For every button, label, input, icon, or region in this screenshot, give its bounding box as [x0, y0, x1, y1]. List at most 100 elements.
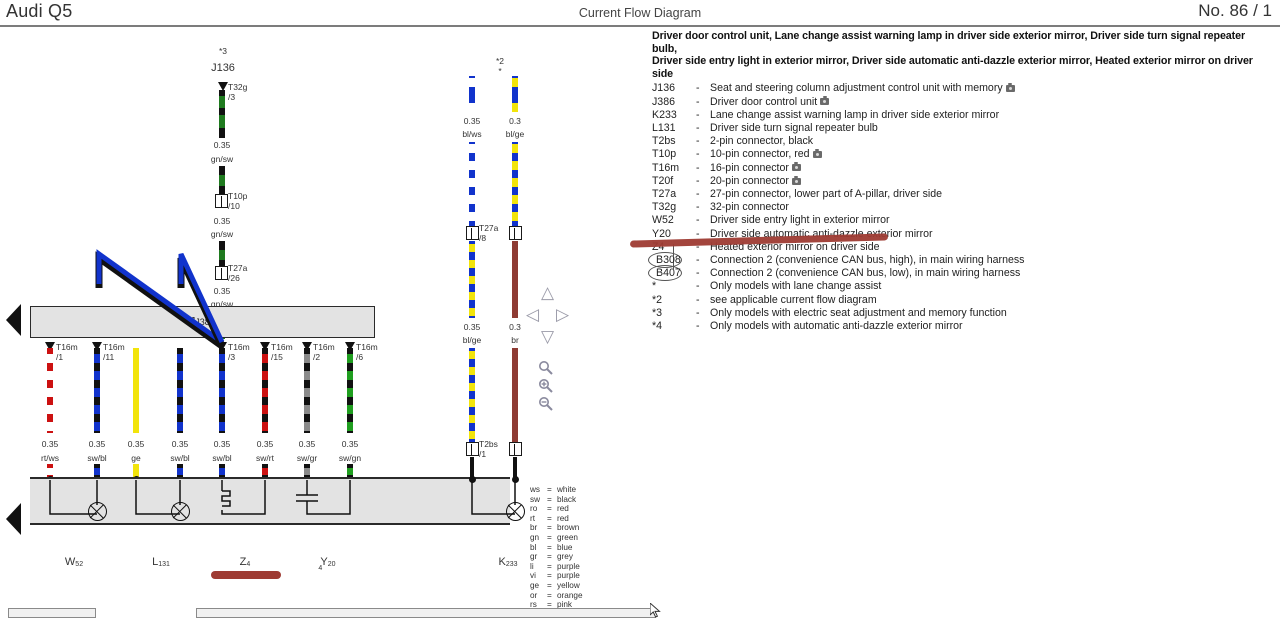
color-key-abbr: gr [530, 552, 538, 562]
connector-label-t2bs: T2bs [479, 439, 498, 449]
color-key-abbr: rs [530, 600, 537, 610]
color-key-abbr: or [530, 590, 538, 600]
pan-right-arrow[interactable]: ▷ [556, 305, 570, 324]
bus-wire-gauge: 0.35 [127, 439, 145, 449]
legend-entry-code: J136 [652, 82, 675, 95]
z4-diagram-highlight-annotation [211, 571, 281, 579]
legend-entry-code: T10p [652, 148, 677, 161]
legend-entry-code: *4 [652, 320, 663, 333]
legend-entry: *2-see applicable current flow diagram [652, 294, 1272, 307]
color-key-row: rs=pink [530, 600, 583, 610]
legend-entry-code: W52 [652, 214, 674, 227]
color-key-abbr: vi [530, 571, 536, 581]
legend-entry-list: J136 - Seat and steering column adjustment… [648, 82, 1272, 333]
legend-entry-dash: - [696, 148, 700, 161]
legend-entry: T32g-32-pin connector [652, 201, 1272, 214]
color-key-row: vi=purple [530, 571, 583, 581]
bus-wire-upper-sw-gn [347, 348, 353, 433]
right-wire-color-top: bl/ws [462, 129, 482, 139]
connector-label-t16m: T16m [56, 342, 78, 352]
right-wire-color-bottom: br [511, 335, 519, 345]
legend-entry: T20f-20-pin connector [652, 175, 1272, 188]
connector-label-t27a-right: T27a [479, 223, 499, 233]
pan-up-arrow[interactable]: △ [541, 283, 555, 302]
right-wire-mid [469, 142, 475, 226]
connector-box-t2bs [465, 442, 479, 456]
bus-wire-gauge: 0.35 [298, 439, 316, 449]
legend-entry-dash: - [696, 121, 700, 134]
bus-wire-gauge: 0.35 [256, 439, 274, 449]
legend-entry-code: T32g [652, 201, 677, 214]
right-wire-gauge-top: 0.3 [509, 116, 521, 126]
connector-pin-t10p: /10 [228, 201, 240, 211]
legend-entry-code: *2 [652, 293, 663, 306]
bus-wire-color-code: sw/bl [170, 453, 190, 463]
color-key-abbr: br [530, 523, 538, 533]
legend-entry-dash: - [696, 135, 700, 148]
color-key-row: gn=green [530, 533, 583, 543]
legend-entry-dash: - [696, 320, 700, 333]
bus-wire-gauge: 0.35 [88, 439, 106, 449]
connector-arrow-t16m-2 [302, 342, 312, 351]
connector-arrow-t16m-15 [260, 342, 270, 351]
control-unit-j386-box[interactable]: JJ386 [30, 306, 375, 338]
color-key-name: red [557, 513, 569, 523]
right-wire-junction-dot [511, 476, 519, 483]
legend-entry-description: Only models with electric seat adjustmen… [710, 306, 1007, 319]
color-key-name: green [557, 532, 578, 542]
connector-arrow-t16m-1 [45, 342, 55, 351]
color-key-abbr: gn [530, 532, 540, 542]
taskbar-item-1[interactable] [8, 608, 96, 618]
right-wire-black-stub [513, 457, 517, 480]
color-key-name: yellow [557, 580, 580, 590]
right-wire-final [512, 348, 518, 442]
legend-entry-code: Y20 [652, 227, 671, 240]
right-wire-gauge-top: 0.35 [463, 116, 481, 126]
camera-icon [812, 149, 822, 159]
connector-label-t10p: T10p [228, 191, 248, 201]
zoom-out-icon[interactable] [538, 396, 554, 417]
color-key-name: blue [557, 542, 573, 552]
legend-entry: B407-Connection 2 (convenience CAN bus, … [648, 257, 1272, 282]
legend-heading-line2: Driver side entry light in exterior mirr… [652, 55, 1253, 80]
legend-entry-description: Connection 2 (convenience CAN bus, high)… [710, 254, 1025, 267]
zoom-reset-icon[interactable] [538, 360, 554, 381]
color-key-abbr: ws [530, 485, 541, 494]
legend-entry-description: 2-pin connector, black [710, 135, 814, 148]
connector-box-t2bs [508, 442, 522, 456]
legend-entry-dash: - [696, 227, 700, 240]
legend-entry-code: B407 [648, 257, 696, 282]
right-wire-black-stub [470, 457, 474, 480]
bus-wire-color-code: ge [131, 453, 141, 463]
right-wire-final [469, 348, 475, 442]
wire-gauge-1: 0.35 [213, 140, 231, 150]
legend-entry-dash: - [696, 174, 700, 187]
lamp-symbol-l131 [170, 502, 190, 521]
legend-entry-description: Seat and steering column adjustment cont… [710, 82, 1272, 95]
pan-left-arrow[interactable]: ◁ [526, 305, 540, 324]
connector-label-t16m: T16m [228, 342, 250, 352]
right-wire-gauge-bottom: 0.3 [509, 322, 521, 332]
note-marker-star: * [498, 66, 502, 76]
legend-entry-dash: - [696, 280, 700, 293]
zoom-in-icon[interactable] [538, 378, 554, 399]
taskbar-item-2[interactable] [196, 608, 656, 618]
color-key-row: gr=grey [530, 552, 583, 562]
color-key-equals: = [547, 485, 552, 494]
legend-entry-dash: - [696, 201, 700, 214]
pan-down-arrow[interactable]: ▽ [541, 327, 555, 346]
connector-pin-t27a-left: /26 [228, 273, 240, 283]
connector-pin-t16m: /11 [103, 352, 115, 362]
bus-wire-upper-sw-bl [94, 348, 100, 433]
connector-pin-t16m: /2 [313, 352, 321, 362]
bus-wire-color-code: sw/bl [212, 453, 232, 463]
legend-entry-code: *3 [652, 306, 663, 319]
connector-pin-t32g: /3 [228, 92, 236, 102]
legend-entry-description: Driver side entry light in exterior mirr… [710, 214, 890, 227]
color-key-name: red [557, 504, 569, 514]
bus-wire-color-code: sw/rt [256, 453, 274, 463]
left-edge-arrow-bottom[interactable] [6, 503, 21, 535]
lamp-symbol-k233 [505, 502, 525, 521]
left-edge-arrow-top[interactable] [6, 304, 21, 336]
